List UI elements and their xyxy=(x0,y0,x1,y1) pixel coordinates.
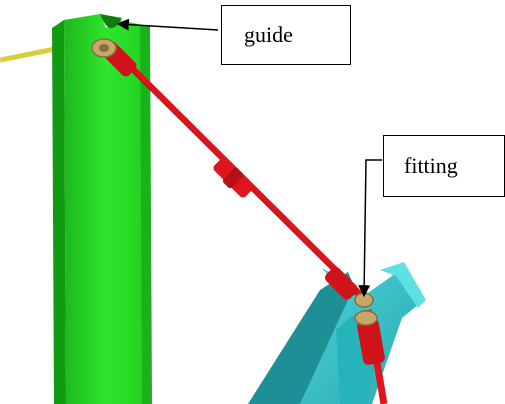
yellow-rod xyxy=(0,45,61,63)
guide-ring xyxy=(91,38,117,58)
guide-callout-label: guide xyxy=(221,5,351,65)
fitting-arrow-icon xyxy=(358,159,382,298)
guide-arrow-icon xyxy=(116,18,219,31)
fitting-callout-label: fitting xyxy=(383,135,505,197)
green-post xyxy=(52,14,152,404)
